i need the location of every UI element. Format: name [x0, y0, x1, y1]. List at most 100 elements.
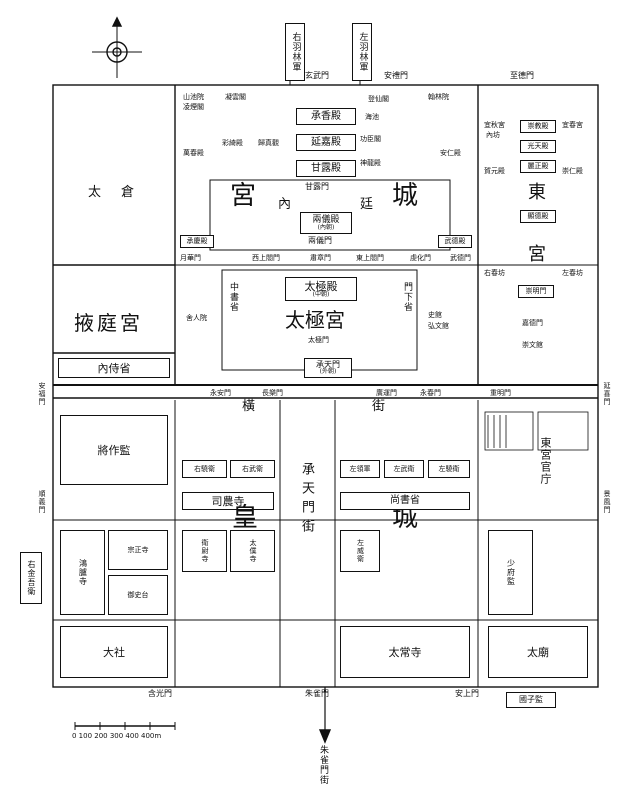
imperial-huang: 皇: [232, 503, 259, 533]
liangyi-dian-box: 兩儀殿 (內朝): [300, 212, 352, 234]
gate-hanguang: 含光門: [148, 689, 172, 698]
yanjia-dian-box: 延嘉殿: [296, 134, 356, 151]
label-lingyan: 凌煙閣: [183, 103, 204, 111]
label-dengxian: 登仙閣: [368, 95, 389, 103]
taishe-box: 大社: [60, 626, 168, 678]
label-haichi: 海池: [365, 113, 379, 121]
gate-yanxi-east: 延喜門: [603, 382, 611, 406]
zuolinjun-label: 左領軍: [349, 464, 371, 473]
gate-yongan: 永安門: [210, 389, 231, 397]
chengqing-box: 承慶殿: [180, 235, 214, 248]
zuoweicheng-box: 左威衛: [340, 530, 380, 572]
palace-gong: 宮: [230, 181, 257, 211]
label-shenlong: 神龍殿: [360, 159, 381, 167]
xiande-box: 顯德殿: [520, 210, 556, 223]
taichang-box: 太常寺: [340, 626, 470, 678]
ganlu-dian-box: 甘露殿: [296, 160, 356, 177]
liren-box: 麗正殿: [520, 160, 556, 173]
liangyi-dian: 兩儀殿: [312, 214, 340, 225]
zuowuwei-box: 左武衛: [384, 460, 424, 478]
taipu-label: 太僕寺: [249, 539, 257, 563]
zuolinjun-box: 左領軍: [340, 460, 380, 478]
east-palace-dong: 東: [528, 182, 546, 203]
youjin-box: 右金吾衛: [20, 552, 42, 604]
jiangzuo-box: 將作監: [60, 415, 168, 485]
youxiaowei-label: 右驍衛: [194, 464, 215, 473]
label-chongren: 崇仁殿: [562, 167, 583, 175]
gate-anshang: 安上門: [455, 689, 479, 698]
wude-box: 武德殿: [438, 235, 472, 248]
gate-wude-men: 武德門: [450, 254, 471, 262]
zuoxiaowei-box: 左驍衛: [428, 460, 470, 478]
chongjiao-dian: 崇教殿: [527, 122, 549, 130]
gate-yongchun: 永春門: [420, 389, 441, 397]
dongong-label: 東宮官庁: [539, 437, 552, 485]
taiji-dian-box: 太極殿 (中朝): [285, 277, 357, 301]
gate-jingfeng: 景風門: [603, 490, 611, 514]
yanjia-dian: 延嘉殿: [311, 136, 341, 148]
gate-zhide: 至德門: [510, 71, 534, 80]
taiji-dian-sub: (中朝): [312, 290, 330, 298]
gate-huijun: 虔化門: [410, 254, 431, 262]
label-shanchi: 山池院: [183, 93, 204, 101]
north-arrow-icon: [111, 16, 123, 27]
label-youchun: 右春坊: [484, 269, 505, 277]
honglu-label: 鴻臚寺: [78, 559, 88, 586]
jiangzuo-label: 將作監: [97, 443, 131, 457]
youxiaowei-box: 右驍衛: [182, 460, 227, 478]
xiande-dian: 顯德殿: [527, 212, 549, 220]
youwucheng-label: 右武衛: [242, 464, 263, 473]
label-gongchen: 功臣閣: [360, 135, 381, 143]
zuoxiaowei-label: 左驍衛: [438, 464, 460, 473]
gate-xuanwu: 玄武門: [305, 71, 329, 80]
label-guiyun: 歸真觀: [258, 139, 279, 147]
label-ningyun: 凝雲閣: [225, 93, 246, 101]
zhuque-jie: 朱雀門街: [318, 745, 328, 785]
gate-guangyun: 廣運門: [376, 389, 397, 397]
gate-anfu-west: 安福門: [38, 382, 46, 406]
gate-changle: 長樂門: [262, 389, 283, 397]
chongjiao-box: 崇教殿: [520, 120, 556, 133]
shangshu-box: 尚書省: [340, 492, 470, 510]
chengtianmen-jie: 承天門街: [299, 462, 314, 538]
menxia: 門下省: [402, 282, 412, 312]
taiji-dian: 太極殿: [304, 279, 338, 293]
chongming-box: 崇明門: [518, 285, 554, 298]
right-yulin-box: 右羽林軍: [285, 23, 305, 81]
guozijian-box: 國子監: [506, 692, 556, 708]
label-hanbo: 翰林院: [428, 93, 449, 101]
gate-dongshang: 東上閤門: [356, 254, 384, 262]
zongzheng-label: 宗正寺: [127, 545, 149, 554]
chengtian-men-box: 承天門 (外朝): [304, 358, 352, 378]
hongwen: 弘文館: [428, 322, 449, 330]
inner-court-box: [209, 179, 451, 251]
liren-dian: 麗正殿: [527, 162, 549, 170]
taiji-men: 太極門: [308, 336, 329, 344]
weiwei-label: 衛尉寺: [201, 539, 209, 563]
street-jie: 街: [372, 399, 386, 414]
palace-nei: 內: [278, 197, 292, 212]
label-chongwen: 崇文館: [522, 341, 543, 349]
silong-box: 司農寺: [182, 492, 274, 510]
gate-anli: 安禮門: [384, 71, 408, 80]
silong-label: 司農寺: [211, 494, 245, 508]
liangyi-sub: (內朝): [317, 223, 335, 231]
left-yulin-label: 左羽林軍: [357, 32, 368, 72]
guozijian-label: 國子監: [519, 695, 543, 704]
chengqing-dian: 承慶殿: [186, 237, 208, 245]
youwucheng-box: 右武衛: [230, 460, 275, 478]
weiwei-box: 衛尉寺: [182, 530, 227, 572]
east-palace-gong: 宮: [528, 244, 546, 265]
gate-yuehua: 月華門: [180, 254, 201, 262]
gate-suzhang: 肅章門: [310, 254, 331, 262]
yeting-label: 掖庭宮: [74, 311, 143, 335]
label-neifang: 內坊: [486, 131, 500, 139]
ganlu-men: 甘露門: [305, 182, 329, 191]
gate-shunyi: 順義門: [38, 490, 46, 514]
shaofu-box: 少府監: [488, 530, 533, 615]
taipu-box: 太僕寺: [230, 530, 275, 572]
neishi-label: 內侍省: [97, 361, 131, 375]
yushi-box: 御史台: [108, 575, 168, 615]
honglu-box: 鴻臚寺: [60, 530, 105, 615]
